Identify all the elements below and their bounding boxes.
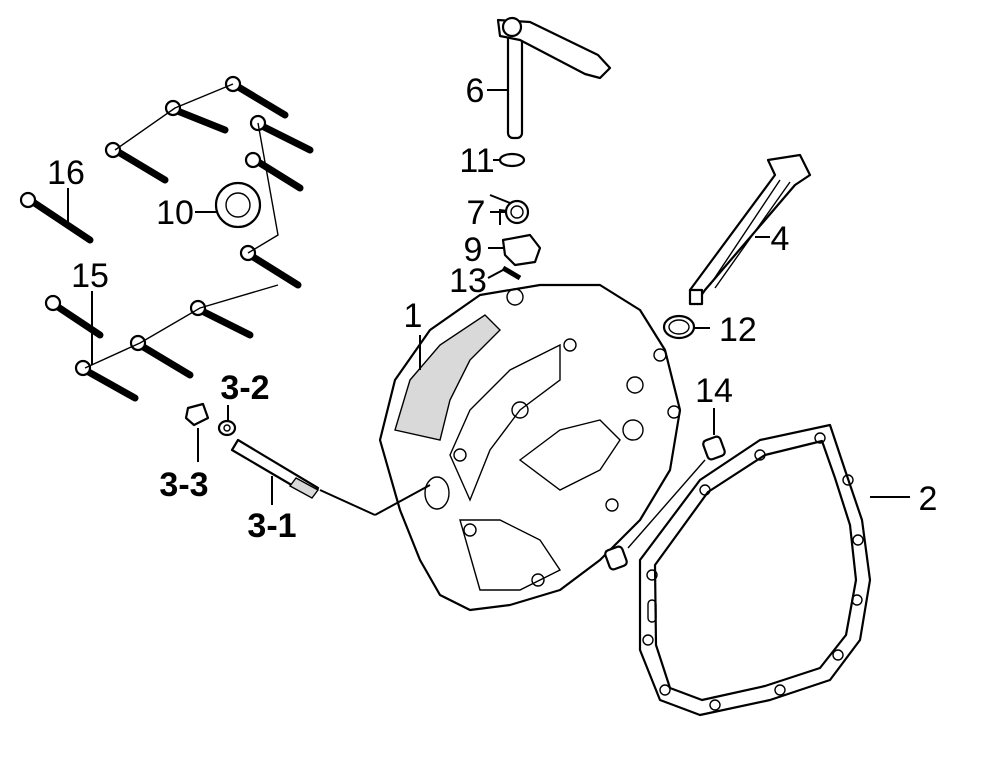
callout-3-3: 3-3 (159, 466, 208, 504)
callout-11: 11 (459, 142, 494, 180)
washer-part-11 (498, 152, 526, 168)
crankcase-cover-part (378, 283, 682, 612)
callout-1: 1 (404, 297, 423, 335)
bolts-group (19, 75, 314, 402)
oil-seal-part (214, 181, 262, 229)
washer-part-3-2 (217, 419, 237, 437)
callout-9: 9 (464, 231, 483, 269)
collar-part (501, 233, 542, 267)
dipstick-part (688, 153, 812, 306)
callout-14: 14 (695, 372, 733, 410)
leader-lines (67, 89, 910, 516)
callout-15: 15 (71, 257, 109, 295)
spring-part (489, 194, 530, 225)
callout-16: 16 (47, 154, 85, 192)
callout-2: 2 (919, 480, 938, 518)
pin-part (501, 265, 522, 281)
callout-6: 6 (466, 72, 485, 110)
dowel-pins-part (604, 435, 726, 571)
shift-arm-part (496, 16, 612, 140)
callout-12: 12 (719, 311, 757, 349)
nut-part (184, 402, 210, 427)
callout-4: 4 (771, 220, 790, 258)
gasket-part (638, 423, 872, 717)
callout-3-2: 3-2 (220, 369, 269, 407)
callout-13: 13 (449, 262, 487, 300)
callout-7: 7 (467, 194, 486, 232)
callout-10: 10 (156, 194, 194, 232)
callout-3-1: 3-1 (247, 507, 296, 545)
shaft-part (230, 438, 320, 499)
